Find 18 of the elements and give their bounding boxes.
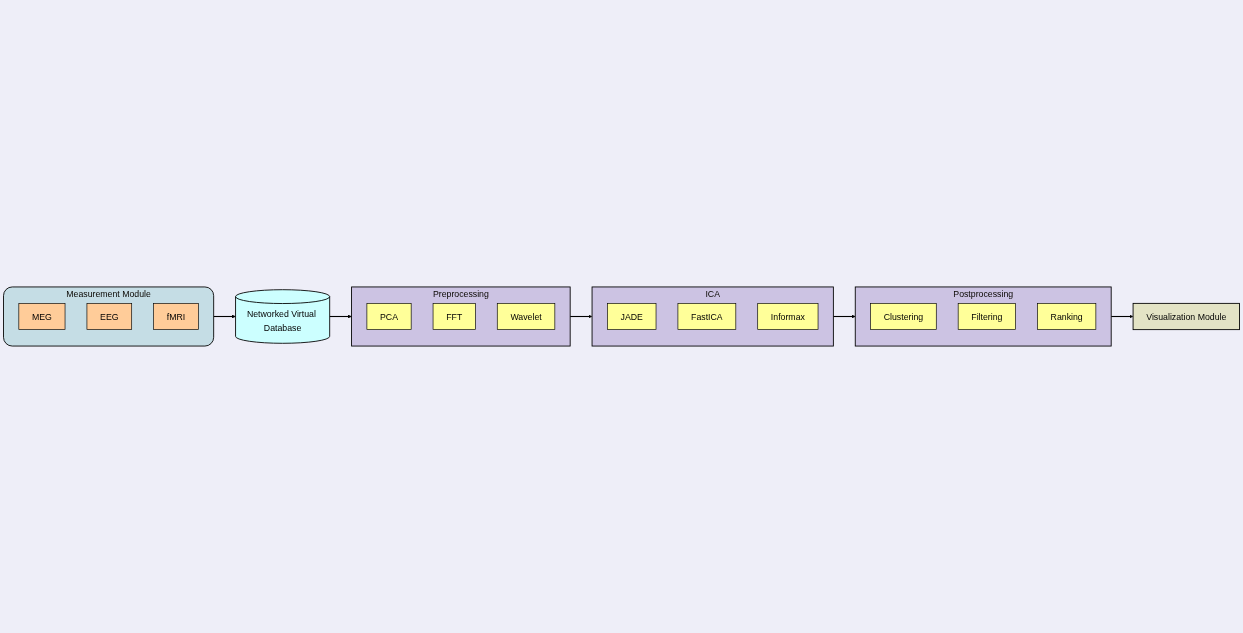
node-box: FastICA [677,303,737,330]
node-box: EEG [86,303,133,330]
node-box: PCA [366,303,412,330]
node-box: JADE [607,303,657,330]
arrow [213,314,236,319]
node-box: Ranking [1037,303,1097,330]
node-box: Visualization Module [1132,302,1240,331]
node-box: Clustering [870,303,937,330]
arrow [569,314,593,319]
node-box: Informax [757,303,819,330]
node-box: FFT [432,303,476,330]
node-box: Wavelet [496,303,556,330]
arrow [329,314,352,319]
node-box: MEG [18,303,66,330]
arrow [1110,314,1134,319]
node-box: Filtering [957,303,1016,330]
arrow [832,314,856,319]
node-box: fMRI [153,303,199,330]
